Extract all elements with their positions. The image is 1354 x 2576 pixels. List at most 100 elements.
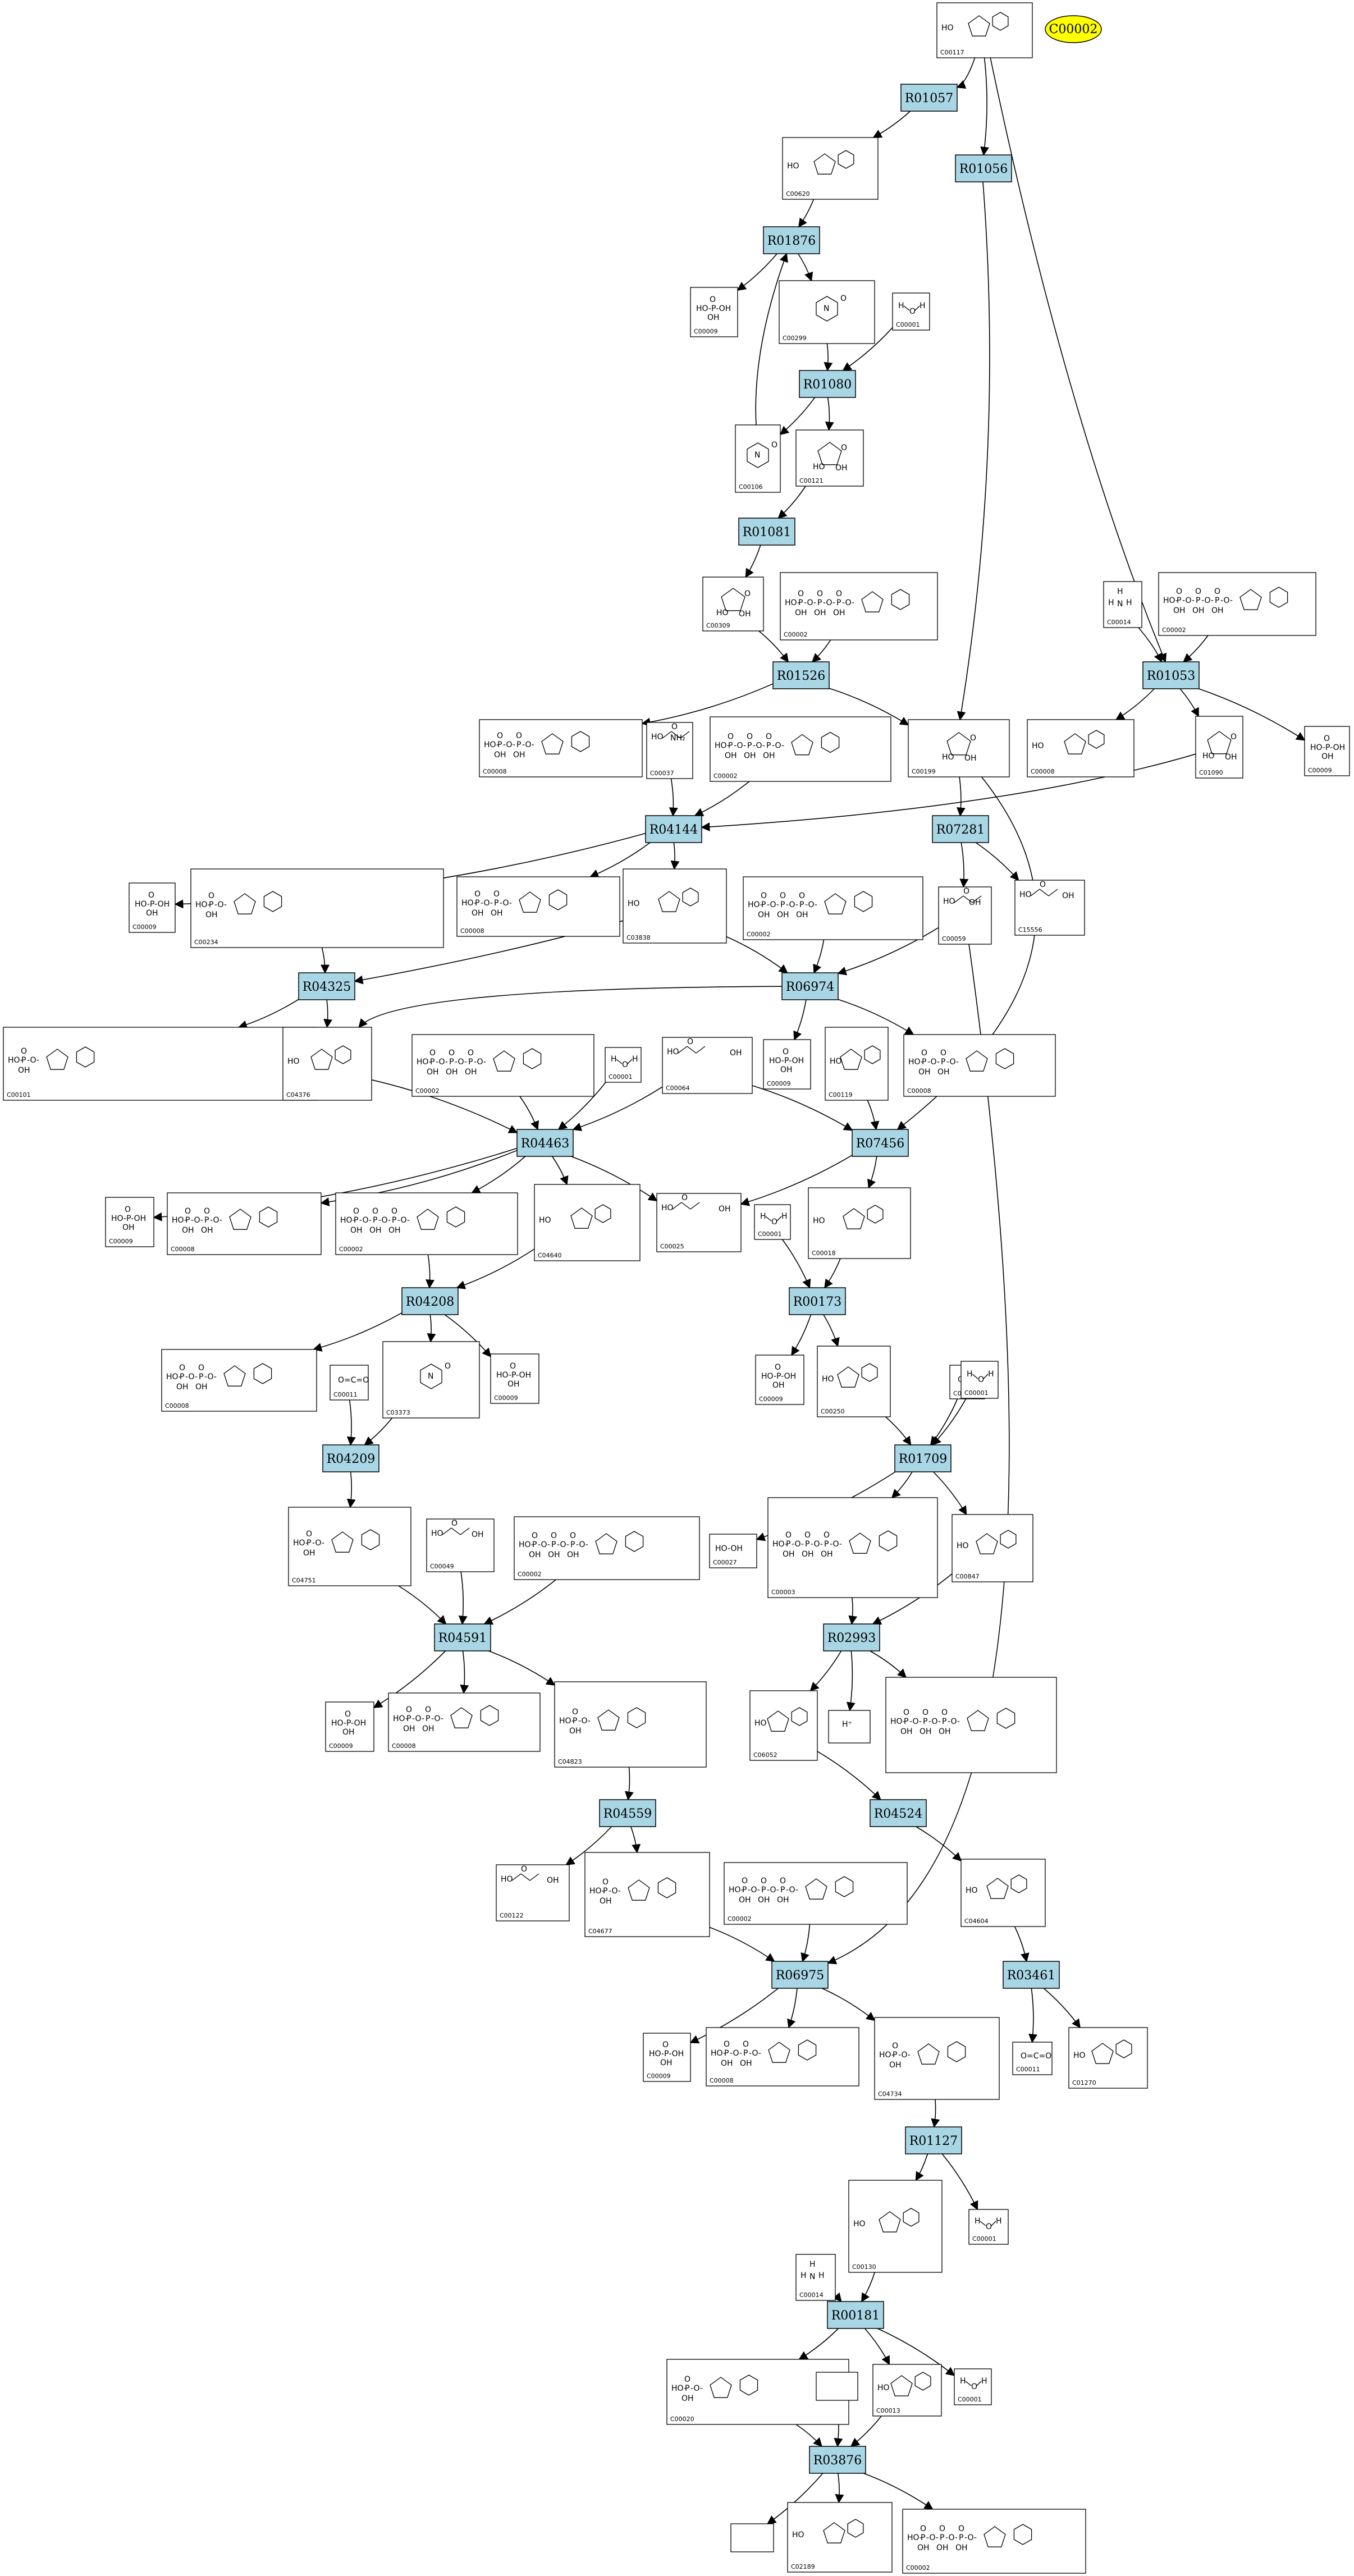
reaction-R03876[interactable]: R03876 (809, 2446, 866, 2474)
reaction-R02993[interactable]: R02993 (823, 1623, 880, 1651)
reaction-R04463[interactable]: R04463 (516, 1129, 574, 1157)
reaction-R04325[interactable]: R04325 (298, 972, 355, 1000)
reaction-R04591[interactable]: R04591 (434, 1623, 491, 1651)
reaction-R04524[interactable]: R04524 (870, 1799, 927, 1827)
reaction-R04209[interactable]: R04209 (322, 1444, 379, 1472)
reaction-R01526[interactable]: R01526 (772, 661, 830, 689)
compound-C00000[interactable] (816, 2372, 858, 2401)
highlight-node-C00002[interactable]: C00002 (1045, 15, 1102, 43)
reaction-R01080[interactable]: R01080 (799, 370, 856, 398)
reaction-R06974[interactable]: R06974 (781, 972, 839, 1000)
compound-C00080[interactable]: H⁺ (828, 1710, 871, 1744)
reaction-R03461[interactable]: R03461 (1003, 1961, 1060, 1989)
reaction-R04208[interactable]: R04208 (401, 1287, 459, 1315)
reaction-R01127[interactable]: R01127 (905, 2126, 962, 2154)
reaction-R01057[interactable]: R01057 (900, 84, 958, 112)
reaction-R01056[interactable]: R01056 (955, 154, 1012, 182)
reaction-R04559[interactable]: R04559 (599, 1799, 656, 1827)
reaction-R01709[interactable]: R01709 (894, 1444, 952, 1472)
reaction-R00173[interactable]: R00173 (789, 1287, 846, 1315)
reaction-R04144[interactable]: R04144 (645, 815, 702, 843)
reaction-R01053[interactable]: R01053 (1142, 661, 1200, 689)
reaction-R07456[interactable]: R07456 (852, 1129, 909, 1157)
reaction-R06975[interactable]: R06975 (771, 1961, 829, 1989)
compound-C00000[interactable] (730, 2523, 774, 2552)
reaction-R01876[interactable]: R01876 (763, 226, 820, 254)
reaction-R07281[interactable]: R07281 (932, 815, 989, 843)
